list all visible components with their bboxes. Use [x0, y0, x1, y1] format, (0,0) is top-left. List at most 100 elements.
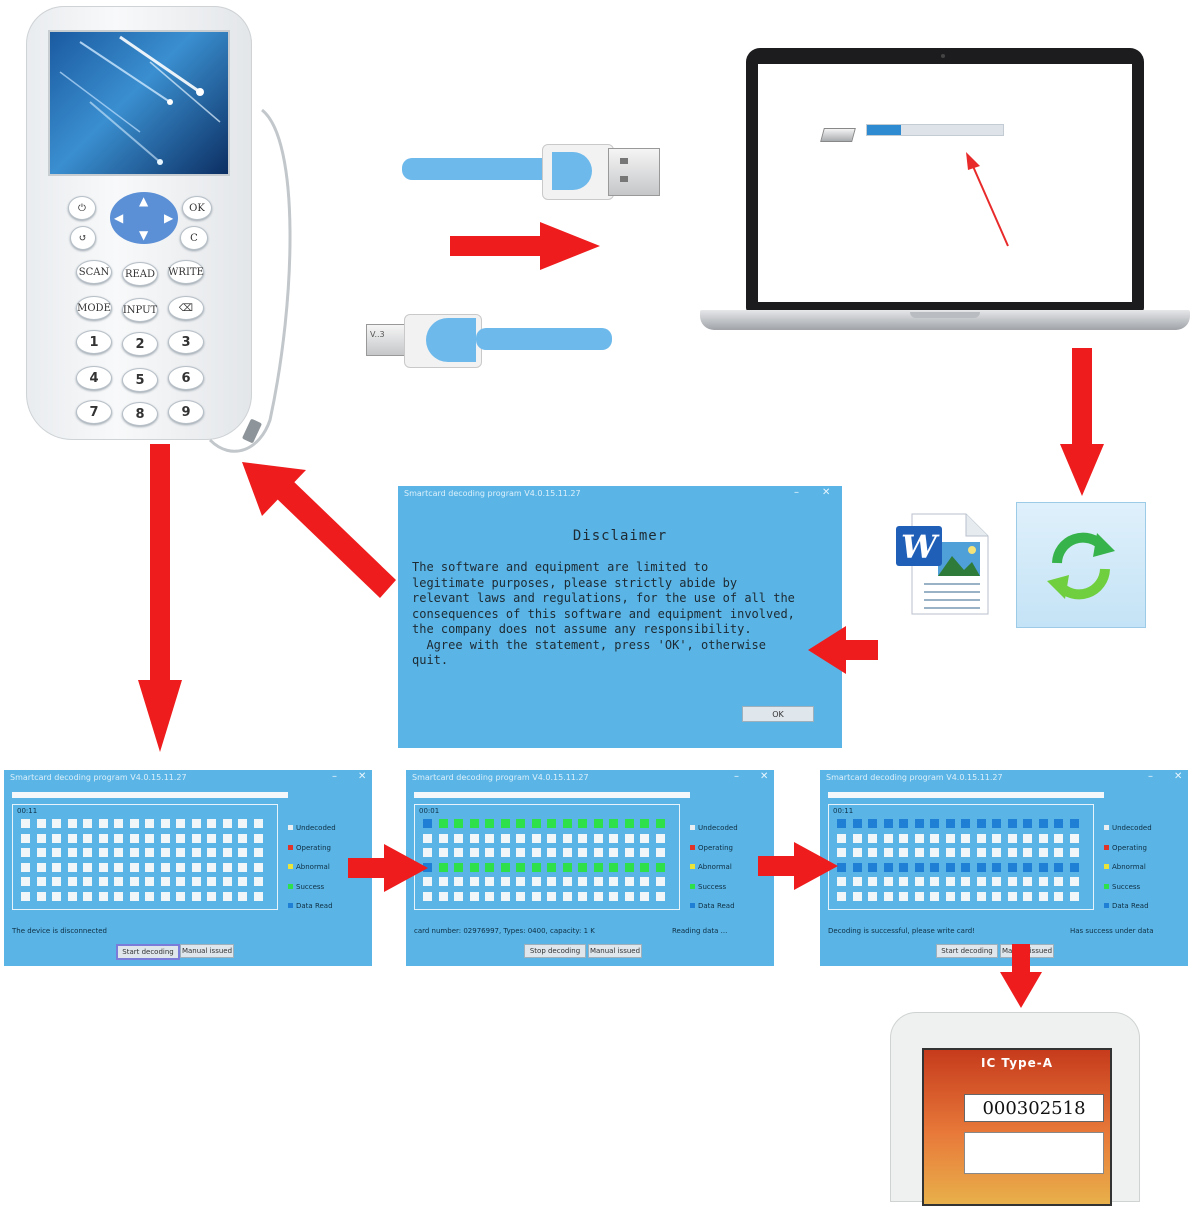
sector-cell: [1023, 848, 1032, 857]
sector-cell: [454, 848, 463, 857]
dialog-title: Smartcard decoding program V4.0.15.11.27: [404, 489, 581, 498]
ok-button[interactable]: OK: [742, 706, 814, 722]
device-screen: [48, 30, 230, 176]
sector-cell: [852, 862, 862, 872]
legend-label: Data Read: [698, 902, 735, 910]
sector-cell: [593, 819, 603, 828]
digit-key-5[interactable]: 5: [122, 368, 158, 392]
sector-cell: [222, 833, 232, 843]
legend-swatch: [1104, 903, 1109, 908]
sector-cell: [578, 891, 587, 901]
digit-key-4[interactable]: 4: [76, 366, 112, 390]
sector-cell: [500, 891, 510, 901]
legend-swatch: [690, 883, 695, 889]
sector-cell: [191, 862, 201, 872]
minimize-icon[interactable]: –: [794, 487, 799, 498]
legend-swatch: [1104, 883, 1109, 889]
sector-cell: [222, 891, 232, 901]
power-key[interactable]: ⏻: [68, 196, 96, 220]
mode-key[interactable]: MODE: [76, 296, 112, 320]
minimize-icon[interactable]: –: [332, 771, 337, 782]
digit-key-6[interactable]: 6: [168, 366, 204, 390]
legend-label: Data Read: [1112, 902, 1149, 910]
sector-cell: [469, 877, 479, 886]
sector-cell: [930, 862, 939, 872]
manual-issued-button[interactable]: Manual issued: [588, 944, 642, 958]
legend-item: Undecoded: [288, 824, 336, 832]
arrow-down-icon[interactable]: ▼: [139, 228, 149, 242]
sector-cell: [531, 877, 541, 886]
sector-cell: [837, 833, 846, 843]
close-icon[interactable]: ✕: [1174, 771, 1183, 782]
minimize-icon[interactable]: –: [1148, 771, 1153, 782]
decode-toggle-button[interactable]: Start decoding: [936, 944, 998, 958]
back-key[interactable]: ↺: [70, 226, 96, 250]
sector-cell: [222, 877, 232, 886]
sector-cell: [1069, 833, 1079, 843]
arrow-left-icon[interactable]: ◀: [114, 211, 124, 225]
arrow-right-icon[interactable]: ▶: [164, 211, 174, 225]
clear-key[interactable]: C: [180, 226, 208, 250]
decode-toggle-button[interactable]: Stop decoding: [524, 944, 586, 958]
decode-progress-bar: [828, 792, 1104, 798]
read-key[interactable]: READ: [122, 262, 158, 286]
sector-cell: [930, 819, 939, 828]
legend-label: Undecoded: [296, 824, 336, 832]
sector-cell: [253, 819, 263, 828]
sector-cell: [253, 862, 263, 872]
digit-key-9[interactable]: 9: [168, 400, 204, 424]
direction-pad[interactable]: ▲ ▼ ◀ ▶: [110, 192, 178, 244]
sector-cell: [423, 862, 432, 872]
sector-cell: [593, 833, 603, 843]
ok-key[interactable]: OK: [182, 196, 212, 220]
delete-key[interactable]: ⌫: [168, 296, 204, 320]
word-document-icon[interactable]: W: [894, 512, 990, 616]
digit-key-2[interactable]: 2: [122, 332, 158, 356]
laptop-base: [700, 310, 1190, 330]
close-icon[interactable]: ✕: [822, 487, 831, 498]
sector-cell: [899, 819, 908, 828]
digit-key-3[interactable]: 3: [168, 330, 204, 354]
sector-cell: [114, 833, 123, 843]
manual-issued-button[interactable]: Manual issued: [1000, 944, 1054, 958]
sector-cell: [191, 848, 201, 857]
sector-cell: [160, 833, 170, 843]
arrow-up-icon[interactable]: ▲: [139, 194, 149, 208]
sector-cell: [1069, 862, 1079, 872]
sector-cell: [655, 848, 665, 857]
sector-cell: [36, 891, 46, 901]
sector-cell: [992, 848, 1001, 857]
write-key[interactable]: WRITE: [168, 260, 204, 284]
minimize-icon[interactable]: –: [734, 771, 739, 782]
sector-cell: [852, 833, 862, 843]
sector-cell: [207, 819, 216, 828]
status-detail: Reading data ...: [672, 927, 728, 935]
sector-cell: [176, 877, 185, 886]
sector-cell: [500, 819, 510, 828]
legend-swatch: [288, 903, 293, 908]
manual-issued-button[interactable]: Manual issued: [180, 944, 234, 958]
refresh-icon[interactable]: [1017, 503, 1145, 627]
scan-key[interactable]: SCAN: [76, 260, 112, 284]
digit-key-1[interactable]: 1: [76, 330, 112, 354]
refresh-icon-tile[interactable]: [1016, 502, 1146, 628]
sector-cell: [547, 891, 556, 901]
sector-cell: [547, 862, 556, 872]
sector-cell: [868, 848, 877, 857]
sector-cell: [145, 848, 154, 857]
sector-cell: [36, 833, 46, 843]
digit-key-7[interactable]: 7: [76, 400, 112, 424]
input-key[interactable]: INPUT: [122, 298, 158, 322]
status-message: card number: 02976997, Types: 0400, capa…: [414, 927, 595, 935]
sector-cell: [238, 877, 247, 886]
sector-cell: [191, 819, 201, 828]
decode-toggle-button[interactable]: Start decoding: [116, 944, 180, 960]
sector-cell: [176, 819, 185, 828]
digit-key-8[interactable]: 8: [122, 402, 158, 426]
close-icon[interactable]: ✕: [358, 771, 367, 782]
sector-cell: [578, 819, 587, 828]
close-icon[interactable]: ✕: [760, 771, 769, 782]
sector-cell: [238, 848, 247, 857]
sector-cell: [578, 877, 587, 886]
sector-cell: [98, 891, 108, 901]
